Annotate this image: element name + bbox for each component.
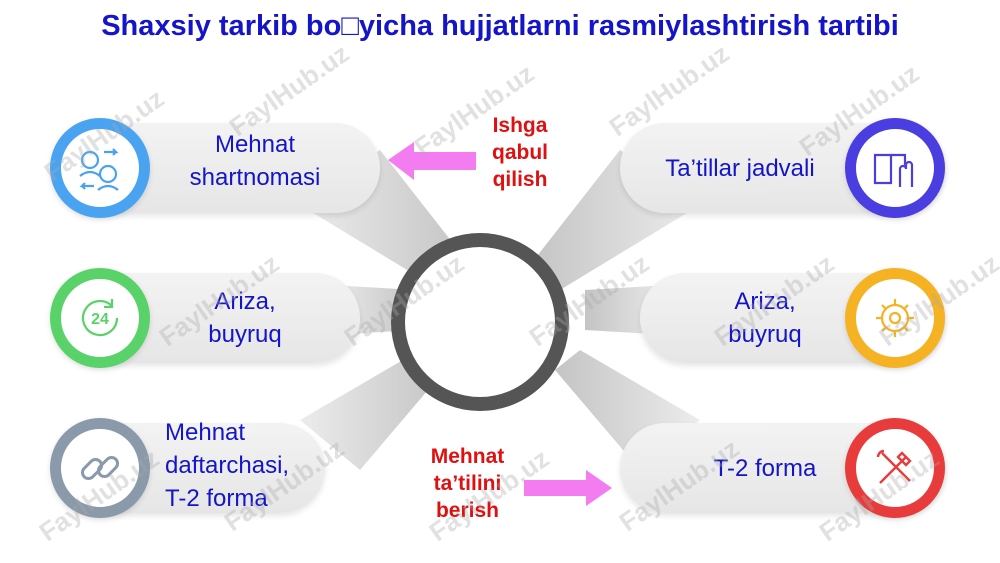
gear-wrench-icon <box>845 268 945 368</box>
label-right-1: Ta’tillar jadvali <box>665 155 815 182</box>
chain-link-icon <box>50 418 150 518</box>
book-hand-icon <box>845 118 945 218</box>
arrow-left <box>388 142 476 180</box>
label-right-3: T-2 forma <box>713 455 817 482</box>
label-left-2: Ariza,buyruq <box>208 288 282 348</box>
page-title: Shaxsiy tarkib bo□yicha hujjatlarni rasm… <box>101 10 899 42</box>
svg-text:24: 24 <box>91 311 109 328</box>
clock-24-icon: 24 <box>50 268 150 368</box>
tools-cross-icon <box>845 418 945 518</box>
people-exchange-icon <box>50 118 150 218</box>
arrow-right <box>524 470 612 506</box>
central-ring <box>391 233 569 411</box>
label-right-2: Ariza,buyruq <box>728 288 802 348</box>
beam-left-bottom <box>300 350 445 470</box>
